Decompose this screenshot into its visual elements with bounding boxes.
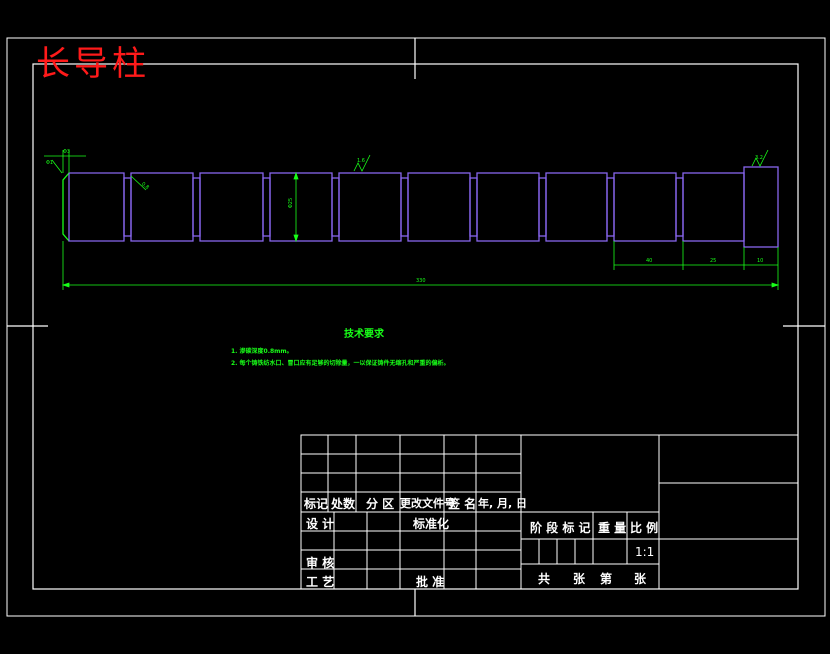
- rev-header-mark: 标记: [304, 497, 329, 511]
- rough-3: 3.2: [755, 155, 763, 161]
- dim-b: 25: [710, 258, 717, 264]
- rev-header-date: 年, 月, 日: [478, 497, 528, 510]
- label-design: 设 计: [306, 517, 335, 531]
- rev-header-docno: 更改文件号: [400, 497, 455, 510]
- label-approve: 批 准: [416, 575, 445, 589]
- sheet-unit-label-2: 张: [634, 572, 647, 586]
- rev-header-count: 处数: [331, 497, 356, 511]
- outer-frame: [6, 37, 826, 617]
- label-standardize: 标准化: [413, 517, 450, 531]
- scale-value: 1:1: [635, 545, 655, 559]
- shaft-drawing: [62, 166, 779, 248]
- sheet-no-label: 第: [600, 572, 613, 586]
- dim-c: 10: [757, 258, 764, 264]
- tech-req-item-1: 1. 渗碳深度0.8mm。: [231, 348, 293, 355]
- sheet-unit-label-1: 张: [573, 572, 586, 586]
- dim-chamfer: Φ1: [46, 160, 54, 166]
- dim-a: 40: [646, 258, 653, 264]
- tech-req-heading: 技术要求: [344, 329, 384, 340]
- dim-diameter: Φ25: [288, 197, 295, 209]
- rev-header-sign: 签 名: [448, 497, 477, 511]
- label-scale: 比 例: [630, 521, 659, 535]
- rev-header-zone: 分 区: [366, 497, 395, 511]
- rough-2: 1.6: [357, 158, 365, 164]
- label-stage-mark: 阶 段 标 记: [530, 521, 591, 535]
- label-process: 工 艺: [306, 575, 335, 589]
- dim-top: Φ3: [63, 149, 71, 155]
- drawing-title: 长导柱: [36, 44, 150, 84]
- title-block-grid: [300, 434, 799, 590]
- dim-total-length: 330: [416, 278, 426, 284]
- dimension-lines: [44, 149, 780, 290]
- tech-req-item-2: 2. 每个铸铁纺水口、冒口应有足够的切除量，一以保证铸件无缩孔和严重的偏析。: [231, 360, 450, 367]
- label-review: 审 核: [306, 556, 335, 570]
- label-weight: 重 量: [598, 521, 627, 535]
- centering-marks: [7, 38, 825, 616]
- sheet-total-label: 共: [538, 572, 551, 586]
